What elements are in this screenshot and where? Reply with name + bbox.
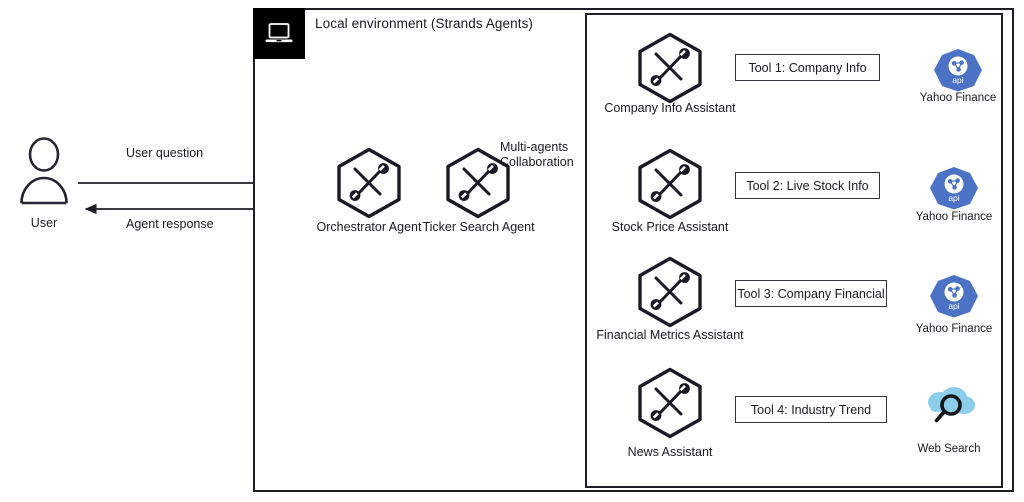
financial-metrics-assistant-label: Financial Metrics Assistant	[596, 328, 744, 342]
financial-metrics-assistant-icon[interactable]	[634, 256, 706, 328]
tool-1-box[interactable]: Tool 1: Company Info	[735, 54, 880, 81]
svg-text:api: api	[952, 75, 963, 85]
environment-title: Local environment (Strands Agents)	[315, 16, 534, 31]
collaboration-line-1: Multi-agents	[500, 140, 569, 154]
orchestrator-agent-icon[interactable]	[333, 147, 405, 219]
news-assistant-icon[interactable]	[634, 367, 706, 439]
svg-text:api: api	[948, 193, 959, 203]
company-info-assistant-icon[interactable]	[634, 32, 706, 104]
agent-response-label: Agent response	[126, 217, 214, 231]
multi-agents-collaboration-label: Multi-agents Collaboration	[500, 140, 574, 170]
tool-2-box[interactable]: Tool 2: Live Stock Info	[735, 172, 880, 199]
yahoo-finance-label-3: Yahoo Finance	[915, 323, 993, 335]
ticker-search-agent-label: Ticker Search Agent	[422, 220, 535, 234]
svg-text:api: api	[948, 301, 959, 311]
tool-4-box[interactable]: Tool 4: Industry Trend	[735, 396, 887, 423]
user-avatar-icon	[18, 137, 70, 205]
yahoo-finance-label-2: Yahoo Finance	[915, 211, 993, 223]
ticker-search-agent-icon[interactable]	[442, 147, 514, 219]
stock-price-assistant-label: Stock Price Assistant	[611, 220, 729, 234]
orchestrator-agent-label: Orchestrator Agent	[316, 220, 422, 234]
company-info-assistant-label: Company Info Assistant	[604, 101, 736, 115]
api-icon: api	[928, 274, 980, 318]
cloud-search-icon	[918, 382, 980, 428]
user-label: User	[30, 216, 58, 230]
laptop-icon	[253, 8, 305, 59]
tool-3-box[interactable]: Tool 3: Company Financial	[735, 280, 887, 307]
web-search-label: Web Search	[917, 443, 981, 455]
yahoo-finance-label-1: Yahoo Finance	[919, 92, 997, 104]
api-icon: api	[928, 166, 980, 210]
news-assistant-label: News Assistant	[627, 445, 713, 459]
stock-price-assistant-icon[interactable]	[634, 148, 706, 220]
api-icon: api	[932, 48, 984, 92]
collaboration-line-2: Collaboration	[500, 155, 574, 169]
user-question-label: User question	[126, 146, 204, 160]
